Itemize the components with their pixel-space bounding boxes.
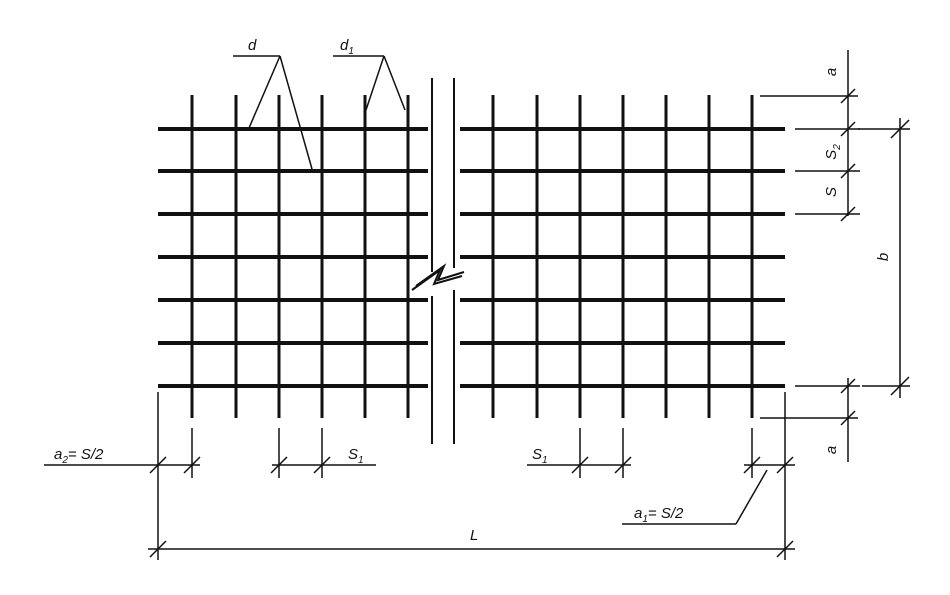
label-s1-right: S1 bbox=[532, 446, 548, 466]
dimension-L bbox=[148, 392, 795, 560]
label-a2: a2= S/2 bbox=[54, 446, 104, 466]
leader-d1 bbox=[333, 55, 406, 111]
label-a-top: a bbox=[823, 68, 840, 76]
label-a-bottom: a bbox=[823, 446, 840, 454]
labels: d d1 a S2 S b a a2= S/2 S1 S1 a1= S/2 L bbox=[54, 37, 892, 544]
dimension-right-inner bbox=[760, 50, 860, 462]
break-gap bbox=[411, 78, 465, 444]
label-L: L bbox=[470, 527, 478, 544]
dimension-b bbox=[858, 118, 910, 398]
transverse-bars bbox=[190, 95, 754, 418]
dimension-a1 bbox=[622, 428, 795, 525]
label-d1: d1 bbox=[340, 37, 354, 57]
label-s: S bbox=[823, 187, 840, 197]
label-d: d bbox=[248, 37, 257, 54]
label-a1: a1= S/2 bbox=[634, 505, 684, 525]
dimension-s1-left bbox=[270, 428, 376, 478]
dimension-s1-right bbox=[527, 428, 632, 478]
longitudinal-bars bbox=[158, 127, 785, 388]
leader-d bbox=[233, 55, 313, 170]
label-s2: S2 bbox=[823, 144, 843, 160]
label-b: b bbox=[875, 253, 892, 261]
dimension-a2 bbox=[44, 428, 201, 478]
label-s1-left: S1 bbox=[348, 446, 364, 466]
